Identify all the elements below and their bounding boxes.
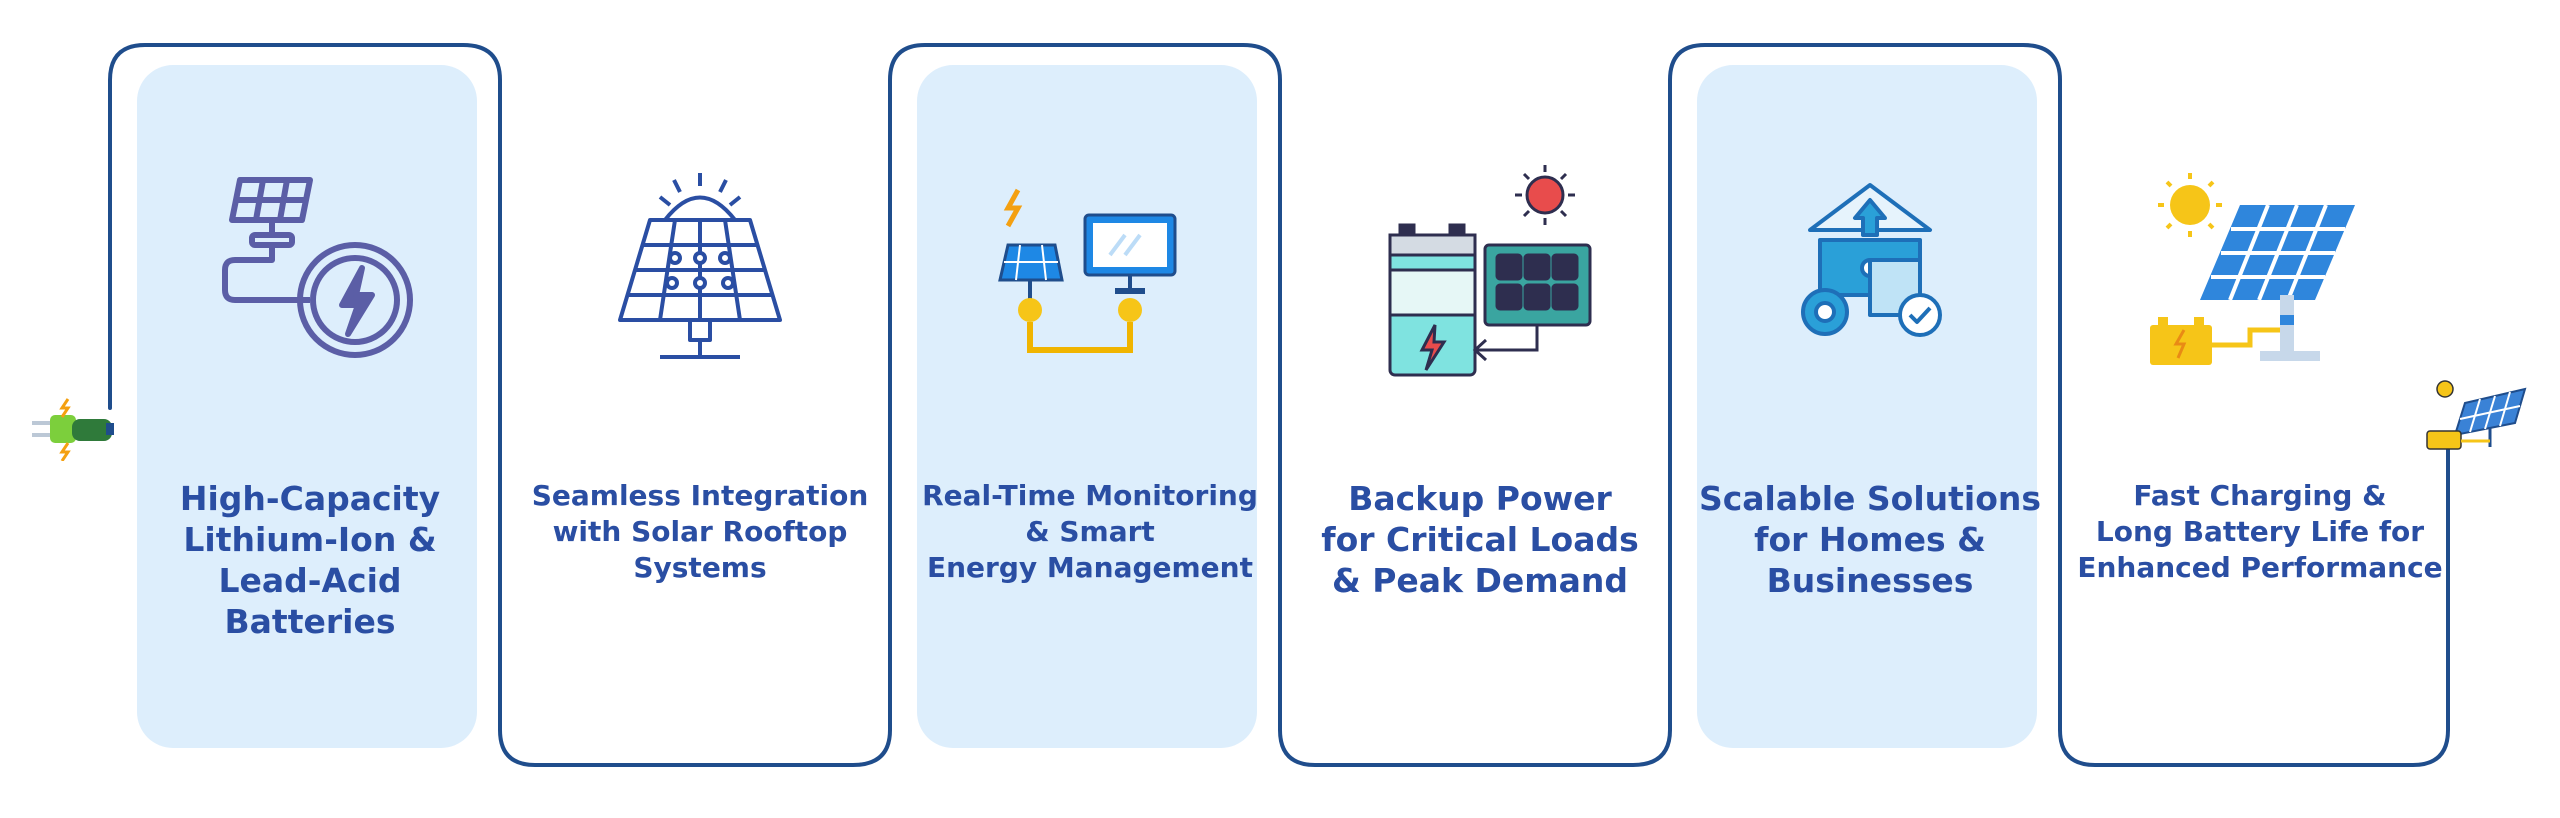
feature-column-6: Fast Charging & Long Battery Life for En… [2065,0,2455,818]
fast-charging-solar-icon [2065,165,2455,405]
feature-label: Backup Power for Critical Loads & Peak D… [1321,479,1639,600]
feature-label: Seamless Integration with Solar Rooftop … [531,479,869,584]
sunrise-solar-panel-icon [505,150,895,390]
feature-label: Scalable Solutions for Homes & Businesse… [1698,479,2042,600]
feature-label: Real-Time Monitoring & Smart Energy Mana… [922,479,1258,584]
feature-card-background [1697,65,2037,748]
solar-panel-power-icon [115,150,505,390]
scalable-home-puzzle-icon [1675,150,2065,390]
feature-column-1: High-Capacity Lithium-Ion & Lead-Acid Ba… [115,0,505,818]
feature-label: Fast Charging & Long Battery Life for En… [2077,479,2443,584]
feature-card-background [917,65,1257,748]
plug-icon [32,398,114,461]
small-solar-panel-icon [2426,380,2527,450]
feature-column-3: Real-Time Monitoring & Smart Energy Mana… [895,0,1285,818]
solar-monitor-icon [895,150,1285,390]
battery-solar-backup-icon [1285,150,1675,390]
feature-column-4: Backup Power for Critical Loads & Peak D… [1285,0,1675,818]
feature-column-2: Seamless Integration with Solar Rooftop … [505,0,895,818]
feature-column-5: Scalable Solutions for Homes & Businesse… [1675,0,2065,818]
feature-label: High-Capacity Lithium-Ion & Lead-Acid Ba… [179,479,441,641]
